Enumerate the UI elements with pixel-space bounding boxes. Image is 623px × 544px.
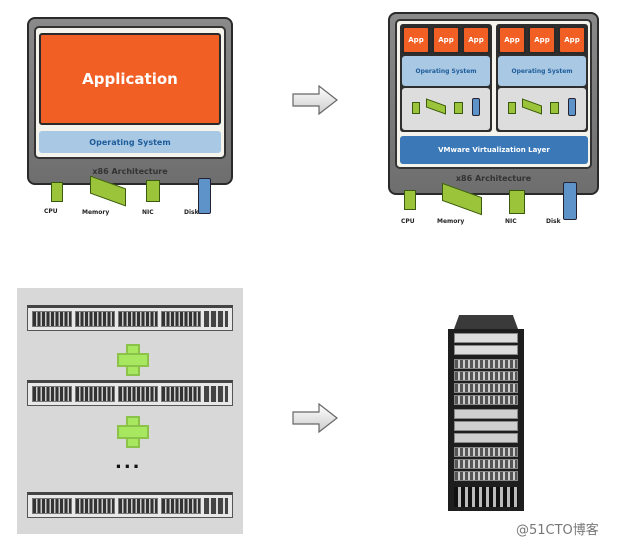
cpu-label: CPU <box>44 208 58 215</box>
operating-system-block: Operating System <box>498 56 586 86</box>
arrow-right-icon <box>292 403 338 433</box>
app-block: App <box>402 26 430 54</box>
x86-architecture-label: x86 Architecture <box>455 174 532 183</box>
nic-label: NIC <box>142 209 154 216</box>
access-switch <box>27 305 233 331</box>
cpu-icon <box>51 182 63 202</box>
virtualization-layer: VMware Virtualization Layer <box>400 136 588 164</box>
server-frame: App App App Operating System App App App… <box>395 19 592 169</box>
app-block: App <box>432 26 460 54</box>
nic-icon <box>454 102 463 114</box>
memory-label: Memory <box>82 209 110 216</box>
virtual-hardware <box>498 88 586 130</box>
virtual-machine: App App App Operating System <box>400 24 492 132</box>
disk-icon <box>563 182 577 220</box>
ellipsis: ... <box>115 452 142 473</box>
nic-icon <box>550 102 559 114</box>
access-switch <box>27 492 233 518</box>
plus-icon <box>117 416 149 448</box>
plus-icon <box>117 344 149 376</box>
power-supplies <box>454 487 518 507</box>
operating-system-block: Operating System <box>402 56 490 86</box>
application-block: Application <box>39 33 221 125</box>
chassis-switch <box>448 315 524 511</box>
virtual-hardware <box>402 88 490 130</box>
nic-label: NIC <box>505 218 517 225</box>
cpu-icon <box>404 190 416 210</box>
access-switch <box>27 380 233 406</box>
nic-icon <box>509 190 525 214</box>
chassis-body <box>448 329 524 511</box>
app-block: App <box>558 26 586 54</box>
app-block: App <box>528 26 556 54</box>
arrow-right-icon <box>292 85 338 115</box>
cpu-icon <box>412 102 420 114</box>
disk-icon <box>568 98 576 116</box>
server-frame: Application Operating System <box>34 26 226 159</box>
virtualized-server: App App App Operating System App App App… <box>388 12 599 195</box>
memory-icon <box>426 98 446 115</box>
disk-icon <box>472 98 480 116</box>
disk-label: Disk <box>184 209 199 216</box>
disk-icon <box>198 178 211 214</box>
switch-stack-panel: ... <box>17 288 243 534</box>
memory-icon <box>522 98 542 115</box>
virtual-machine: App App App Operating System <box>496 24 588 132</box>
app-block: App <box>462 26 490 54</box>
memory-label: Memory <box>437 218 465 225</box>
watermark: @51CTO博客 <box>516 523 599 538</box>
nic-icon <box>146 180 160 202</box>
chassis-top <box>454 315 518 329</box>
physical-server: Application Operating System x86 Archite… <box>27 17 233 185</box>
x86-architecture-label: x86 Architecture <box>92 167 168 176</box>
cpu-icon <box>508 102 516 114</box>
disk-label: Disk <box>546 218 561 225</box>
operating-system-block: Operating System <box>39 131 221 153</box>
app-block: App <box>498 26 526 54</box>
cpu-label: CPU <box>401 218 415 225</box>
